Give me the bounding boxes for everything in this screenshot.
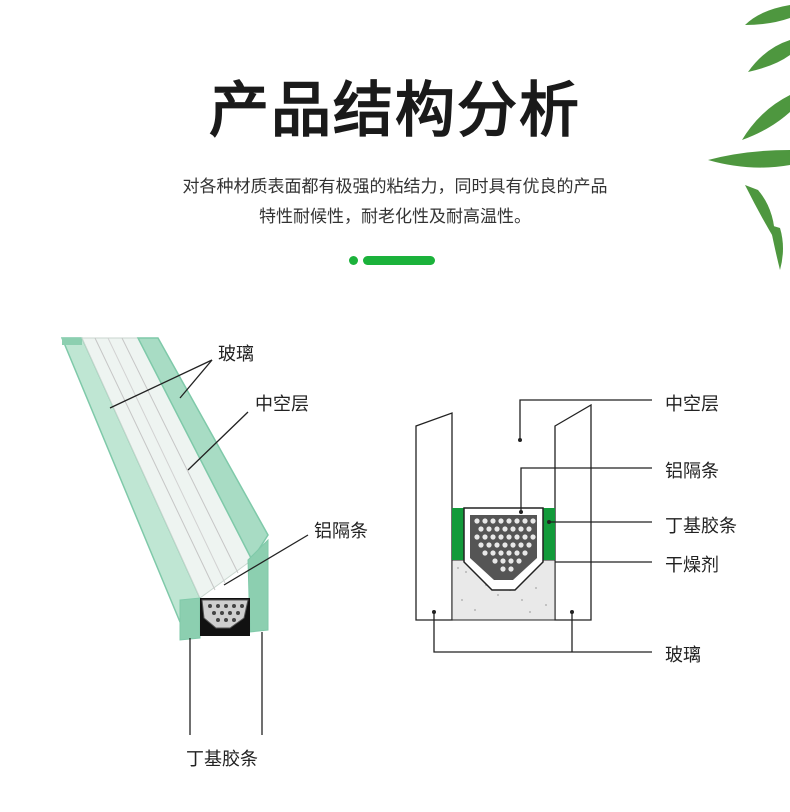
leader-line-spacer <box>223 534 309 586</box>
leader-line-glass-1 <box>109 359 213 409</box>
subtitle-line-1: 对各种材质表面都有极强的粘结力，同时具有优良的产品 <box>182 177 608 197</box>
leader-line-right-spacer <box>520 467 652 512</box>
right-desiccant-dots <box>474 518 536 572</box>
leader-line-right-air <box>519 399 652 440</box>
right-label-glass: 玻璃 <box>665 645 701 666</box>
left-frame-bottom <box>179 597 201 641</box>
page-title: 产品结构分析 <box>209 76 581 146</box>
leader-line-glass-2 <box>179 359 213 399</box>
right-butyl-left <box>452 508 464 560</box>
left-label-butyl: 丁基胶条 <box>186 749 258 770</box>
right-glass-left <box>415 412 453 621</box>
left-glass-back-pane <box>136 337 269 562</box>
spacer-line <box>94 337 216 591</box>
left-desiccant-dots <box>208 604 244 622</box>
right-label-butyl: 丁基胶条 <box>665 516 737 537</box>
right-glass-right <box>554 403 592 621</box>
left-label-spacer: 铝隔条 <box>314 521 368 542</box>
subtitle-line-2: 特性耐候性，耐老化性及耐高温性。 <box>259 207 531 227</box>
divider-bar <box>363 256 435 265</box>
left-glass-front-face <box>62 338 82 345</box>
spacer-line <box>121 337 239 574</box>
right-butyl-right <box>543 508 555 560</box>
spacer-line <box>107 337 226 584</box>
right-label-desiccant: 干燥剂 <box>665 555 719 576</box>
divider-dot <box>349 256 358 265</box>
left-label-glass: 玻璃 <box>218 344 254 365</box>
leader-line-right-glass-1 <box>433 612 652 653</box>
leader-line-air <box>187 411 249 471</box>
left-spacer-section <box>201 599 249 629</box>
right-label-spacer: 铝隔条 <box>665 461 719 482</box>
left-label-air-layer: 中空层 <box>255 394 309 415</box>
right-label-air-layer: 中空层 <box>665 394 719 415</box>
